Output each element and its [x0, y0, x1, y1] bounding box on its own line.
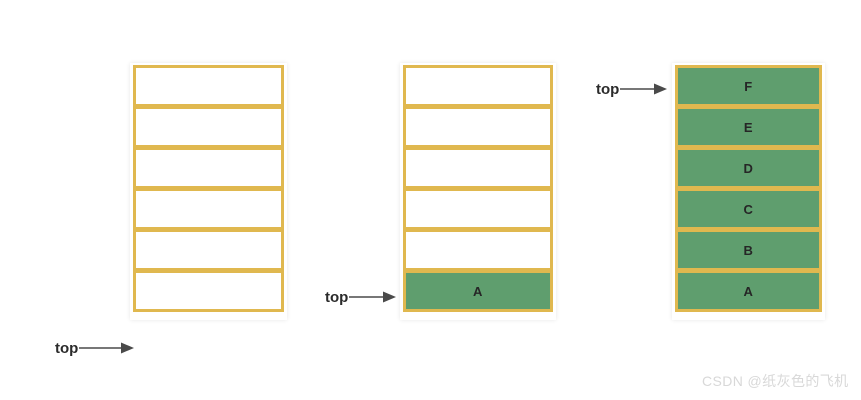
stack-cell [403, 229, 553, 271]
top-pointer-label: top [325, 288, 349, 306]
watermark: CSDN @纸灰色的飞机 [702, 373, 849, 389]
arrow-right-icon [620, 83, 668, 95]
top-pointer-full-stack: top [596, 78, 668, 100]
stack-cell-filled: A [403, 270, 553, 312]
arrow-right-icon [79, 342, 135, 354]
stack-empty [133, 65, 284, 317]
top-pointer-label: top [55, 339, 79, 357]
stack-cell-label: F [744, 78, 753, 94]
stack-cell-label: A [473, 283, 483, 299]
stack-cell [133, 65, 284, 107]
stack-cell-label: A [743, 283, 754, 299]
top-pointer-empty-stack: top [55, 337, 135, 359]
stack-cell [403, 147, 553, 189]
stack-cell-filled: B [675, 229, 822, 271]
stack-cell-filled: D [675, 147, 822, 189]
stack-cell-label: B [743, 242, 754, 258]
stack-cell-filled: C [675, 188, 822, 230]
stack-cell [403, 188, 553, 230]
stack-cell-label: C [743, 201, 754, 217]
stack-cell [133, 229, 284, 271]
stack-cell [133, 270, 284, 312]
top-pointer-label: top [596, 80, 620, 98]
stack-cell-filled: F [675, 65, 822, 107]
stack-cell [133, 147, 284, 189]
stack-cell-label: D [743, 160, 754, 176]
top-pointer-one-element-stack: top [325, 286, 397, 308]
stack-cell-filled: E [675, 106, 822, 148]
stack-cell [403, 65, 553, 107]
arrow-right-icon [349, 291, 397, 303]
stack-cell-label: E [743, 119, 754, 135]
stack-cell [403, 106, 553, 148]
stack-cell [133, 188, 284, 230]
stack-one-element: A [403, 65, 553, 317]
stack-cell [133, 106, 284, 148]
stack-full: F E D C B A [675, 65, 822, 317]
stack-cell-filled: A [675, 270, 822, 312]
